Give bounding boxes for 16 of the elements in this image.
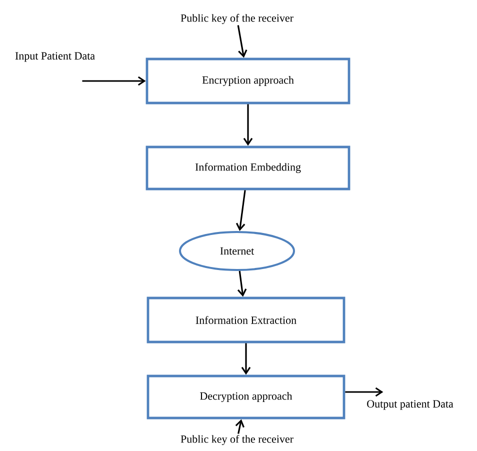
annotation-text: Public key of the receiver bbox=[180, 434, 294, 446]
arrow bbox=[235, 419, 244, 434]
process-box: Information Embedding bbox=[146, 146, 350, 190]
arrow bbox=[236, 190, 246, 232]
arrow bbox=[345, 387, 384, 397]
arrow bbox=[82, 76, 146, 86]
annotation-text: Output patient Data bbox=[367, 400, 454, 410]
annotation-text: Public key of the receiver bbox=[180, 14, 294, 24]
arrow bbox=[237, 25, 248, 58]
arrow bbox=[237, 270, 247, 297]
process-box: Encryption approach bbox=[146, 58, 350, 104]
arrow bbox=[243, 104, 253, 146]
annotation-text: Input Patient Data bbox=[15, 52, 95, 62]
process-box: Information Extraction bbox=[146, 296, 346, 344]
process-box: Decryption approach bbox=[146, 374, 346, 420]
arrow bbox=[241, 343, 251, 375]
